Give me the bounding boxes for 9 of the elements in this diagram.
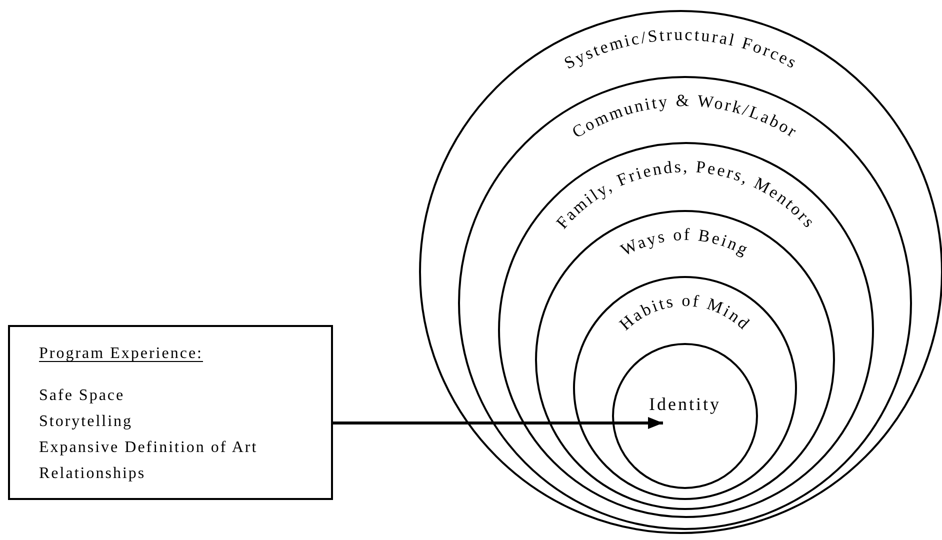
list-item: Safe Space (39, 386, 125, 406)
program-box (8, 325, 333, 500)
list-item: Relationships (39, 464, 146, 484)
box-heading: Program Experience: (39, 344, 203, 364)
ring-label: Ways of Being (618, 224, 752, 260)
ring-label: Identity (649, 393, 721, 416)
list-item: Storytelling (39, 412, 133, 432)
arrow (333, 417, 663, 429)
list-item: Expansive Definition of Art (39, 438, 258, 458)
